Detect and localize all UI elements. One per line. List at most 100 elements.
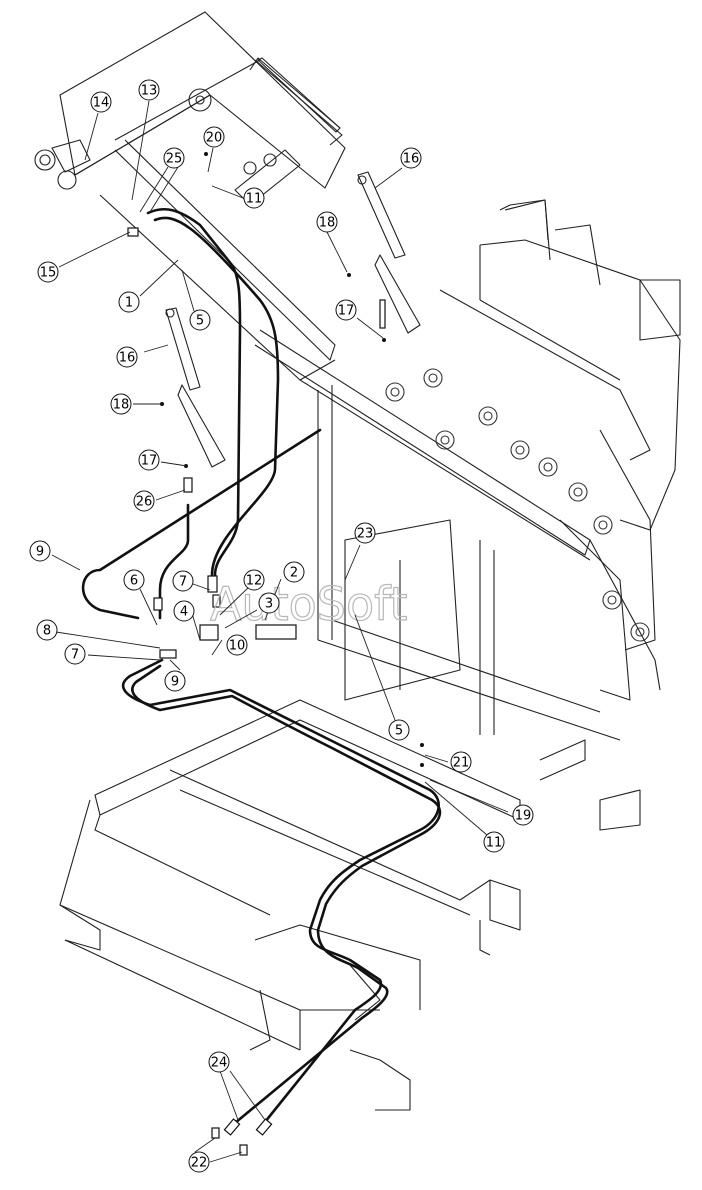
callout-number: 14 xyxy=(93,96,110,111)
callout-number: 18 xyxy=(113,398,130,413)
callout-number: 15 xyxy=(40,266,57,281)
callout-circle xyxy=(164,670,186,692)
callout-circle xyxy=(208,1051,230,1073)
cylinder-upper xyxy=(357,171,421,334)
callout-11: 11 xyxy=(243,187,265,209)
callout-6: 6 xyxy=(123,569,145,591)
callout-14: 14 xyxy=(90,91,112,113)
callout-number: 24 xyxy=(211,1056,228,1071)
leader-lines xyxy=(51,100,509,1163)
callout-number: 18 xyxy=(319,216,336,231)
callout-circle xyxy=(116,346,138,368)
callout-11: 11 xyxy=(483,831,505,853)
callout-9: 9 xyxy=(164,670,186,692)
callout-21: 21 xyxy=(450,751,472,773)
callout-circle xyxy=(118,291,140,313)
callout-number: 11 xyxy=(246,192,263,207)
callout-number: 12 xyxy=(246,574,263,589)
callout-17: 17 xyxy=(335,299,357,321)
callout-circle xyxy=(243,187,265,209)
callout-circle xyxy=(189,309,211,331)
callout-7: 7 xyxy=(172,570,194,592)
callout-24: 24 xyxy=(208,1051,230,1073)
rollers xyxy=(385,368,650,642)
callout-number: 23 xyxy=(357,527,374,542)
callout-number: 9 xyxy=(171,675,179,690)
callout-number: 25 xyxy=(166,152,183,167)
hydraulic-hoses xyxy=(81,208,442,1125)
callout-9: 9 xyxy=(29,540,51,562)
callout-10: 10 xyxy=(226,634,248,656)
callout-circle xyxy=(354,522,376,544)
callout-number: 17 xyxy=(141,454,158,469)
callout-number: 5 xyxy=(395,724,403,739)
callout-circle xyxy=(335,299,357,321)
watermark: AutoSoft xyxy=(210,577,408,631)
callout-number: 19 xyxy=(515,809,532,824)
callout-19: 19 xyxy=(512,804,534,826)
callout-circle xyxy=(316,211,338,233)
callout-circle xyxy=(123,569,145,591)
callout-number: 5 xyxy=(196,314,204,329)
callout-circle xyxy=(29,540,51,562)
callout-26: 26 xyxy=(133,490,155,512)
callout-circle xyxy=(258,592,280,614)
callout-22: 22 xyxy=(188,1151,210,1173)
callout-number: 6 xyxy=(130,574,138,589)
callout-17: 17 xyxy=(138,449,160,471)
callout-circle xyxy=(64,643,86,665)
callout-number: 9 xyxy=(36,545,44,560)
callout-circle xyxy=(110,393,132,415)
callout-23: 23 xyxy=(354,522,376,544)
callout-25: 25 xyxy=(163,147,185,169)
motor xyxy=(34,88,277,190)
callout-circle xyxy=(226,634,248,656)
callout-circle xyxy=(37,261,59,283)
callout-number: 17 xyxy=(338,304,355,319)
callout-circle xyxy=(450,751,472,773)
callout-circle xyxy=(512,804,534,826)
callout-circle xyxy=(172,570,194,592)
callout-number: 16 xyxy=(119,351,136,366)
callout-7: 7 xyxy=(64,643,86,665)
callout-circle xyxy=(138,449,160,471)
callout-circle xyxy=(90,91,112,113)
callout-number: 1 xyxy=(125,296,133,311)
callout-circle xyxy=(163,147,185,169)
callout-circle xyxy=(36,619,58,641)
fittings xyxy=(127,227,386,1156)
callout-12: 12 xyxy=(243,569,265,591)
callout-number: 2 xyxy=(290,566,298,581)
callout-number: 26 xyxy=(136,495,153,510)
callout-5: 5 xyxy=(189,309,211,331)
callout-number: 20 xyxy=(206,131,223,146)
callout-number: 7 xyxy=(179,575,187,590)
callout-13: 13 xyxy=(138,79,160,101)
callout-circle xyxy=(283,561,305,583)
callout-18: 18 xyxy=(316,211,338,233)
callout-number: 10 xyxy=(229,639,246,654)
callout-16: 16 xyxy=(116,346,138,368)
callout-circle xyxy=(388,719,410,741)
callout-circle xyxy=(243,569,265,591)
callout-number: 4 xyxy=(180,605,188,620)
callout-circle xyxy=(133,490,155,512)
callout-number: 22 xyxy=(191,1156,208,1171)
cylinder-lower xyxy=(165,307,226,468)
callout-number: 16 xyxy=(403,152,420,167)
callout-1: 1 xyxy=(118,291,140,313)
callout-15: 15 xyxy=(37,261,59,283)
bolts xyxy=(160,152,424,767)
callout-3: 3 xyxy=(258,592,280,614)
callout-18: 18 xyxy=(110,393,132,415)
callout-20: 20 xyxy=(203,126,225,148)
callout-number: 21 xyxy=(453,756,470,771)
callout-number: 8 xyxy=(43,624,51,639)
callout-number: 7 xyxy=(71,648,79,663)
callout-number: 11 xyxy=(486,836,503,851)
callout-circle xyxy=(173,600,195,622)
callout-4: 4 xyxy=(173,600,195,622)
callout-circle xyxy=(483,831,505,853)
